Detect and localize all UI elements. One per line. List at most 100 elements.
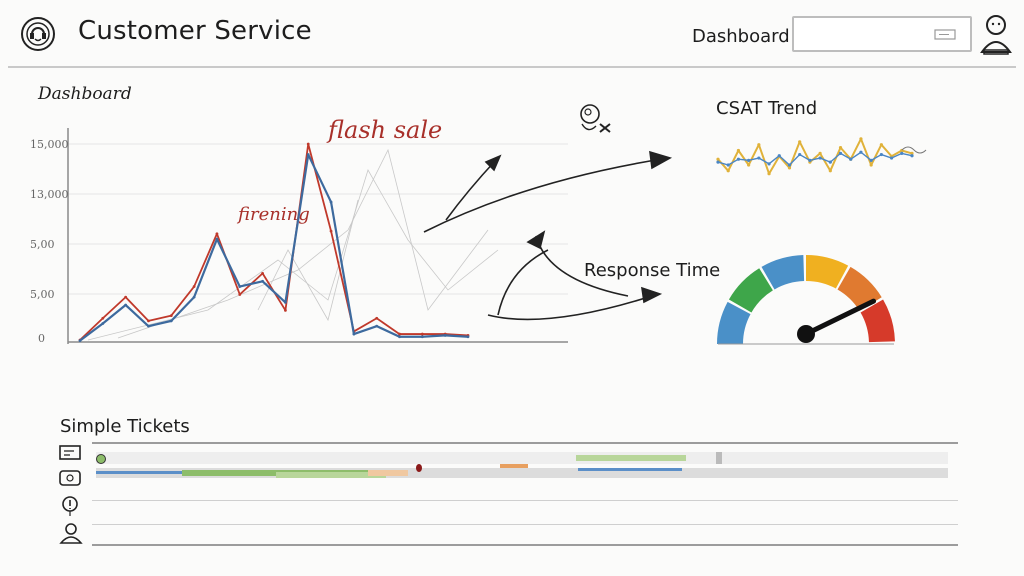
gauge-needle xyxy=(797,298,877,343)
csat-point xyxy=(869,163,873,167)
insight-doodle-icon xyxy=(580,104,611,133)
gauge-segment xyxy=(717,301,751,345)
status-icon xyxy=(96,454,106,464)
y-tick-label: 5,00 xyxy=(30,288,55,301)
csat-point xyxy=(859,150,863,154)
ticket-bar xyxy=(576,455,686,461)
table-row[interactable] xyxy=(96,452,948,464)
alert-icon[interactable] xyxy=(58,494,84,516)
csat-trend-chart xyxy=(716,137,927,176)
data-point xyxy=(420,332,424,336)
user-icon[interactable] xyxy=(58,522,84,544)
data-point xyxy=(261,271,264,275)
csat-point xyxy=(716,157,720,161)
data-point xyxy=(192,285,196,288)
gauge-segment xyxy=(860,299,895,343)
nav-dashboard-link[interactable]: Dashboard xyxy=(692,26,790,47)
csat-point xyxy=(818,151,822,155)
csat-point xyxy=(910,151,914,155)
data-point xyxy=(375,324,379,328)
tickets-panel xyxy=(56,440,960,550)
ticket-icon[interactable] xyxy=(58,442,84,464)
csat-point xyxy=(849,157,853,161)
data-point xyxy=(443,334,447,337)
table-row[interactable] xyxy=(96,464,948,478)
data-point xyxy=(238,293,242,296)
csat-line xyxy=(717,137,913,175)
data-point xyxy=(147,319,150,323)
search-input[interactable] xyxy=(792,16,972,52)
sketch-guides xyxy=(87,148,499,341)
peak-annotation: flash sale xyxy=(326,116,442,144)
data-point xyxy=(398,332,401,336)
secondary-annotation: firening xyxy=(236,204,310,225)
data-point xyxy=(352,332,356,336)
response-time-gauge xyxy=(717,255,895,345)
csat-point xyxy=(726,163,730,167)
table-row-divider xyxy=(92,500,958,501)
ticket-bar xyxy=(500,464,528,468)
csat-point xyxy=(838,151,843,155)
gauge-segment xyxy=(805,255,849,289)
csat-point xyxy=(808,158,812,162)
annotation-arrows xyxy=(423,150,673,321)
gauge-segment xyxy=(728,268,774,313)
csat-point xyxy=(879,143,883,147)
csat-point xyxy=(828,169,832,173)
csat-point xyxy=(910,154,914,158)
data-point xyxy=(169,319,173,323)
csat-point xyxy=(767,162,771,166)
csat-point xyxy=(889,156,894,160)
user-avatar-icon[interactable] xyxy=(976,12,1016,56)
gauge-segment xyxy=(761,255,805,290)
csat-point xyxy=(747,163,751,167)
y-tick-label: 0 xyxy=(38,332,45,345)
data-point xyxy=(215,232,219,236)
header-divider xyxy=(8,66,1016,68)
csat-point xyxy=(869,158,873,162)
ticket-bar xyxy=(182,470,368,476)
csat-point xyxy=(787,163,792,167)
chat-icon[interactable] xyxy=(58,468,84,490)
needle-line xyxy=(803,298,877,337)
tickets-table xyxy=(92,440,958,548)
main-chart-series xyxy=(78,142,470,343)
table-row-divider xyxy=(92,524,958,525)
main-volume-chart: 15,000 13,000 5,00 5,00 0 flash sale fir… xyxy=(30,116,673,345)
csat-point xyxy=(828,160,832,164)
support-logo-icon[interactable] xyxy=(18,14,58,54)
y-tick-label: 13,000 xyxy=(30,188,69,201)
csat-point xyxy=(757,143,761,147)
csat-point xyxy=(798,152,802,157)
csat-point xyxy=(879,152,883,157)
data-point xyxy=(124,303,128,307)
data-point xyxy=(420,335,424,339)
top-bar: Customer Service Dashboard xyxy=(0,0,1024,68)
data-point xyxy=(284,301,287,304)
y-tick-label: 15,000 xyxy=(30,138,69,151)
csat-point xyxy=(777,154,781,158)
data-point xyxy=(329,200,333,204)
csat-point xyxy=(757,156,761,160)
data-point xyxy=(101,316,105,320)
ticket-bar xyxy=(716,452,722,464)
y-tick-label: 5,00 xyxy=(30,238,55,251)
data-point xyxy=(306,153,310,156)
ticket-bar xyxy=(368,470,408,476)
data-point xyxy=(466,335,470,339)
csat-point xyxy=(736,148,741,153)
data-point xyxy=(375,316,379,320)
table-bottom-border xyxy=(92,544,958,546)
data-point xyxy=(169,314,173,317)
needle-hub xyxy=(797,325,815,343)
data-point xyxy=(124,295,128,299)
search-icon[interactable] xyxy=(934,28,958,42)
csat-point xyxy=(859,137,863,141)
data-point xyxy=(284,308,287,312)
chart-grid xyxy=(67,128,568,344)
y-axis-ticks: 15,000 13,000 5,00 5,00 0 xyxy=(30,138,69,345)
csat-point xyxy=(716,160,720,164)
data-point xyxy=(215,237,219,241)
csat-line xyxy=(717,151,913,166)
